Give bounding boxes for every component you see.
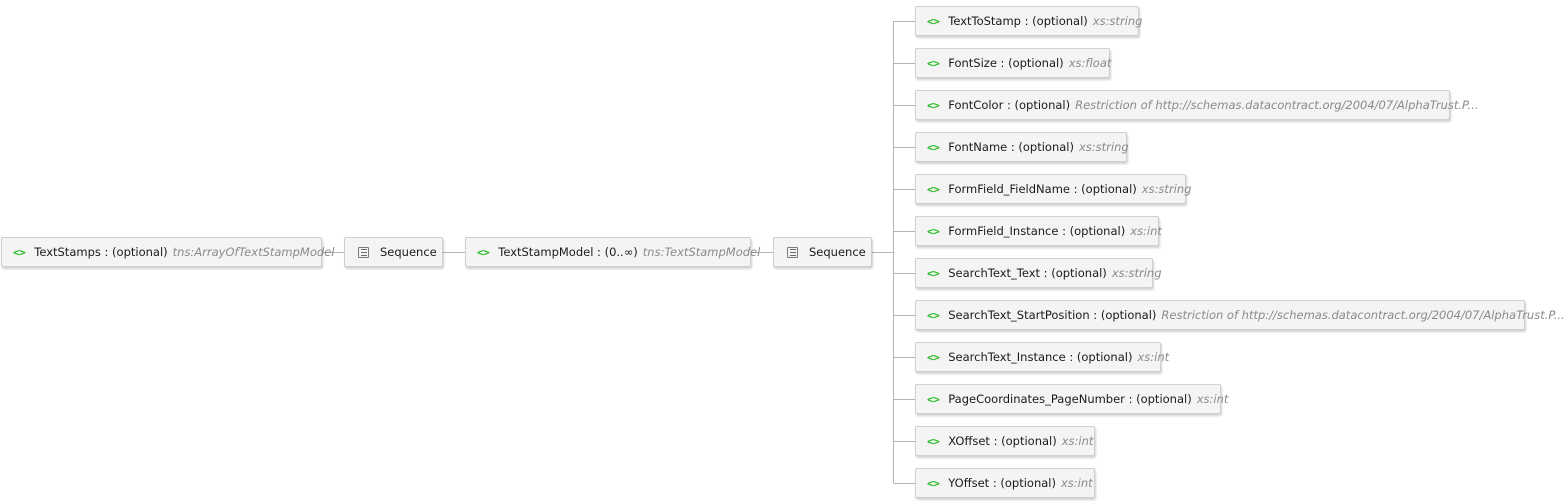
type-name: xs:int xyxy=(1060,476,1093,490)
type-name: xs:string xyxy=(1111,266,1162,280)
occurrence: (optional) xyxy=(1001,434,1057,448)
separator: : xyxy=(1040,266,1052,280)
separator: : xyxy=(593,245,605,259)
occurrence: (optional) xyxy=(1100,308,1157,322)
separator: : xyxy=(1020,14,1033,28)
child-element-yoffset[interactable]: <> YOffset : (optional) xs:int xyxy=(915,468,1095,498)
element-name: FontSize xyxy=(948,56,997,70)
type-name: xs:string xyxy=(1141,182,1192,196)
element-icon: <> xyxy=(927,56,940,70)
element-name: YOffset xyxy=(948,476,990,490)
child-element-searchtext-instance[interactable]: <> SearchText_Instance : (optional) xs:int xyxy=(915,342,1169,372)
separator: : xyxy=(1058,224,1070,238)
element-icon: <> xyxy=(927,392,940,406)
element-name: FontColor xyxy=(948,98,1004,112)
occurrence: (optional) xyxy=(1051,266,1107,280)
child-element-texttostamp[interactable]: <> TextToStamp : (optional) xs:string xyxy=(915,6,1142,36)
connector-lines xyxy=(322,21,915,484)
child-element-pagecoordinates-pagenumber[interactable]: <> PageCoordinates_PageNumber : (optional… xyxy=(915,384,1228,414)
type-name: xs:float xyxy=(1068,56,1112,70)
child-element-fontsize[interactable]: <> FontSize : (optional) xs:float xyxy=(915,48,1112,78)
separator: : xyxy=(996,56,1009,70)
separator: : xyxy=(989,434,1002,448)
child-element-xoffset[interactable]: <> XOffset : (optional) xs:int xyxy=(915,426,1095,456)
separator: : xyxy=(1003,98,1015,112)
type-name: Restriction of http://schemas.datacontra… xyxy=(1161,308,1565,322)
type-name: xs:string xyxy=(1092,14,1143,28)
child-element-fontcolor[interactable]: <> FontColor : (optional) Restriction of h… xyxy=(915,90,1478,120)
sequence-node[interactable]: Sequence xyxy=(773,237,872,267)
occurrence: (0..∞) xyxy=(604,245,638,259)
occurrence: (optional) xyxy=(1136,392,1192,406)
occurrence: (optional) xyxy=(1008,56,1064,70)
element-name: FormField_FieldName xyxy=(948,182,1070,196)
occurrence: (optional) xyxy=(1081,182,1137,196)
element-icon: <> xyxy=(927,434,940,448)
type-name: xs:int xyxy=(1061,434,1094,448)
occurrence: (optional) xyxy=(1000,476,1056,490)
element-name: TextStampModel xyxy=(498,245,594,259)
separator: : xyxy=(1089,308,1101,322)
element-icon: <> xyxy=(927,140,940,154)
separator: : xyxy=(1069,182,1082,196)
element-name: FormField_Instance xyxy=(948,224,1059,238)
sequence-icon xyxy=(787,246,798,258)
child-element-formfield-fieldname[interactable]: <> FormField_FieldName : (optional) xs:str… xyxy=(915,174,1191,204)
element-icon: <> xyxy=(927,350,940,364)
separator: : xyxy=(100,245,113,259)
sequence-label: Sequence xyxy=(380,245,437,259)
separator: : xyxy=(1065,350,1077,364)
occurrence: (optional) xyxy=(1018,140,1074,154)
occurrence: (optional) xyxy=(1069,224,1126,238)
sequence-icon xyxy=(358,246,369,258)
child-element-searchtext-text[interactable]: <> SearchText_Text : (optional) xs:string xyxy=(915,258,1162,288)
type-name: xs:int xyxy=(1196,392,1229,406)
type-name: xs:int xyxy=(1130,224,1162,238)
element-name: SearchText_Text xyxy=(948,266,1041,280)
element-icon: <> xyxy=(927,14,940,28)
element-name: TextToStamp xyxy=(948,14,1021,28)
element-icon: <> xyxy=(927,98,940,112)
occurrence: (optional) xyxy=(1032,14,1088,28)
separator: : xyxy=(1007,140,1019,154)
element-node-textstamps[interactable]: <> TextStamps : (optional) tns:ArrayOfText… xyxy=(1,237,334,267)
element-name: SearchText_StartPosition xyxy=(948,308,1090,322)
schema-diagram: <> TextStamps : (optional) tns:ArrayOfText… xyxy=(1,6,1565,498)
occurrence: (optional) xyxy=(1014,98,1071,112)
type-name: tns:ArrayOfTextStampModel xyxy=(172,245,335,259)
sequence-label: Sequence xyxy=(809,245,866,259)
element-icon: <> xyxy=(13,245,26,259)
element-node-textstampmodel[interactable]: <> TextStampModel : (0..∞) tns:TextStampMo… xyxy=(465,237,760,267)
element-icon: <> xyxy=(927,308,940,322)
element-icon: <> xyxy=(927,266,940,280)
child-element-formfield-instance[interactable]: <> FormField_Instance : (optional) xs:int xyxy=(915,216,1162,246)
element-icon: <> xyxy=(927,224,940,238)
element-name: TextStamps xyxy=(34,245,101,259)
separator: : xyxy=(989,476,1001,490)
type-name: xs:int xyxy=(1137,350,1170,364)
element-icon: <> xyxy=(927,182,940,196)
element-name: SearchText_Instance xyxy=(948,350,1066,364)
type-name: tns:TextStampModel xyxy=(642,245,761,259)
type-name: Restriction of http://schemas.datacontra… xyxy=(1075,98,1479,112)
element-name: FontName xyxy=(948,140,1008,154)
child-element-fontname[interactable]: <> FontName : (optional) xs:string xyxy=(915,132,1129,162)
element-name: PageCoordinates_PageNumber xyxy=(948,392,1125,406)
type-name: xs:string xyxy=(1079,140,1129,154)
separator: : xyxy=(1124,392,1137,406)
element-icon: <> xyxy=(927,476,940,490)
occurrence: (optional) xyxy=(112,245,168,259)
element-name: XOffset xyxy=(948,434,990,448)
child-element-searchtext-startposition[interactable]: <> SearchText_StartPosition : (optional) R… xyxy=(915,300,1565,330)
sequence-node[interactable]: Sequence xyxy=(344,237,443,267)
occurrence: (optional) xyxy=(1076,350,1133,364)
element-icon: <> xyxy=(477,245,490,259)
